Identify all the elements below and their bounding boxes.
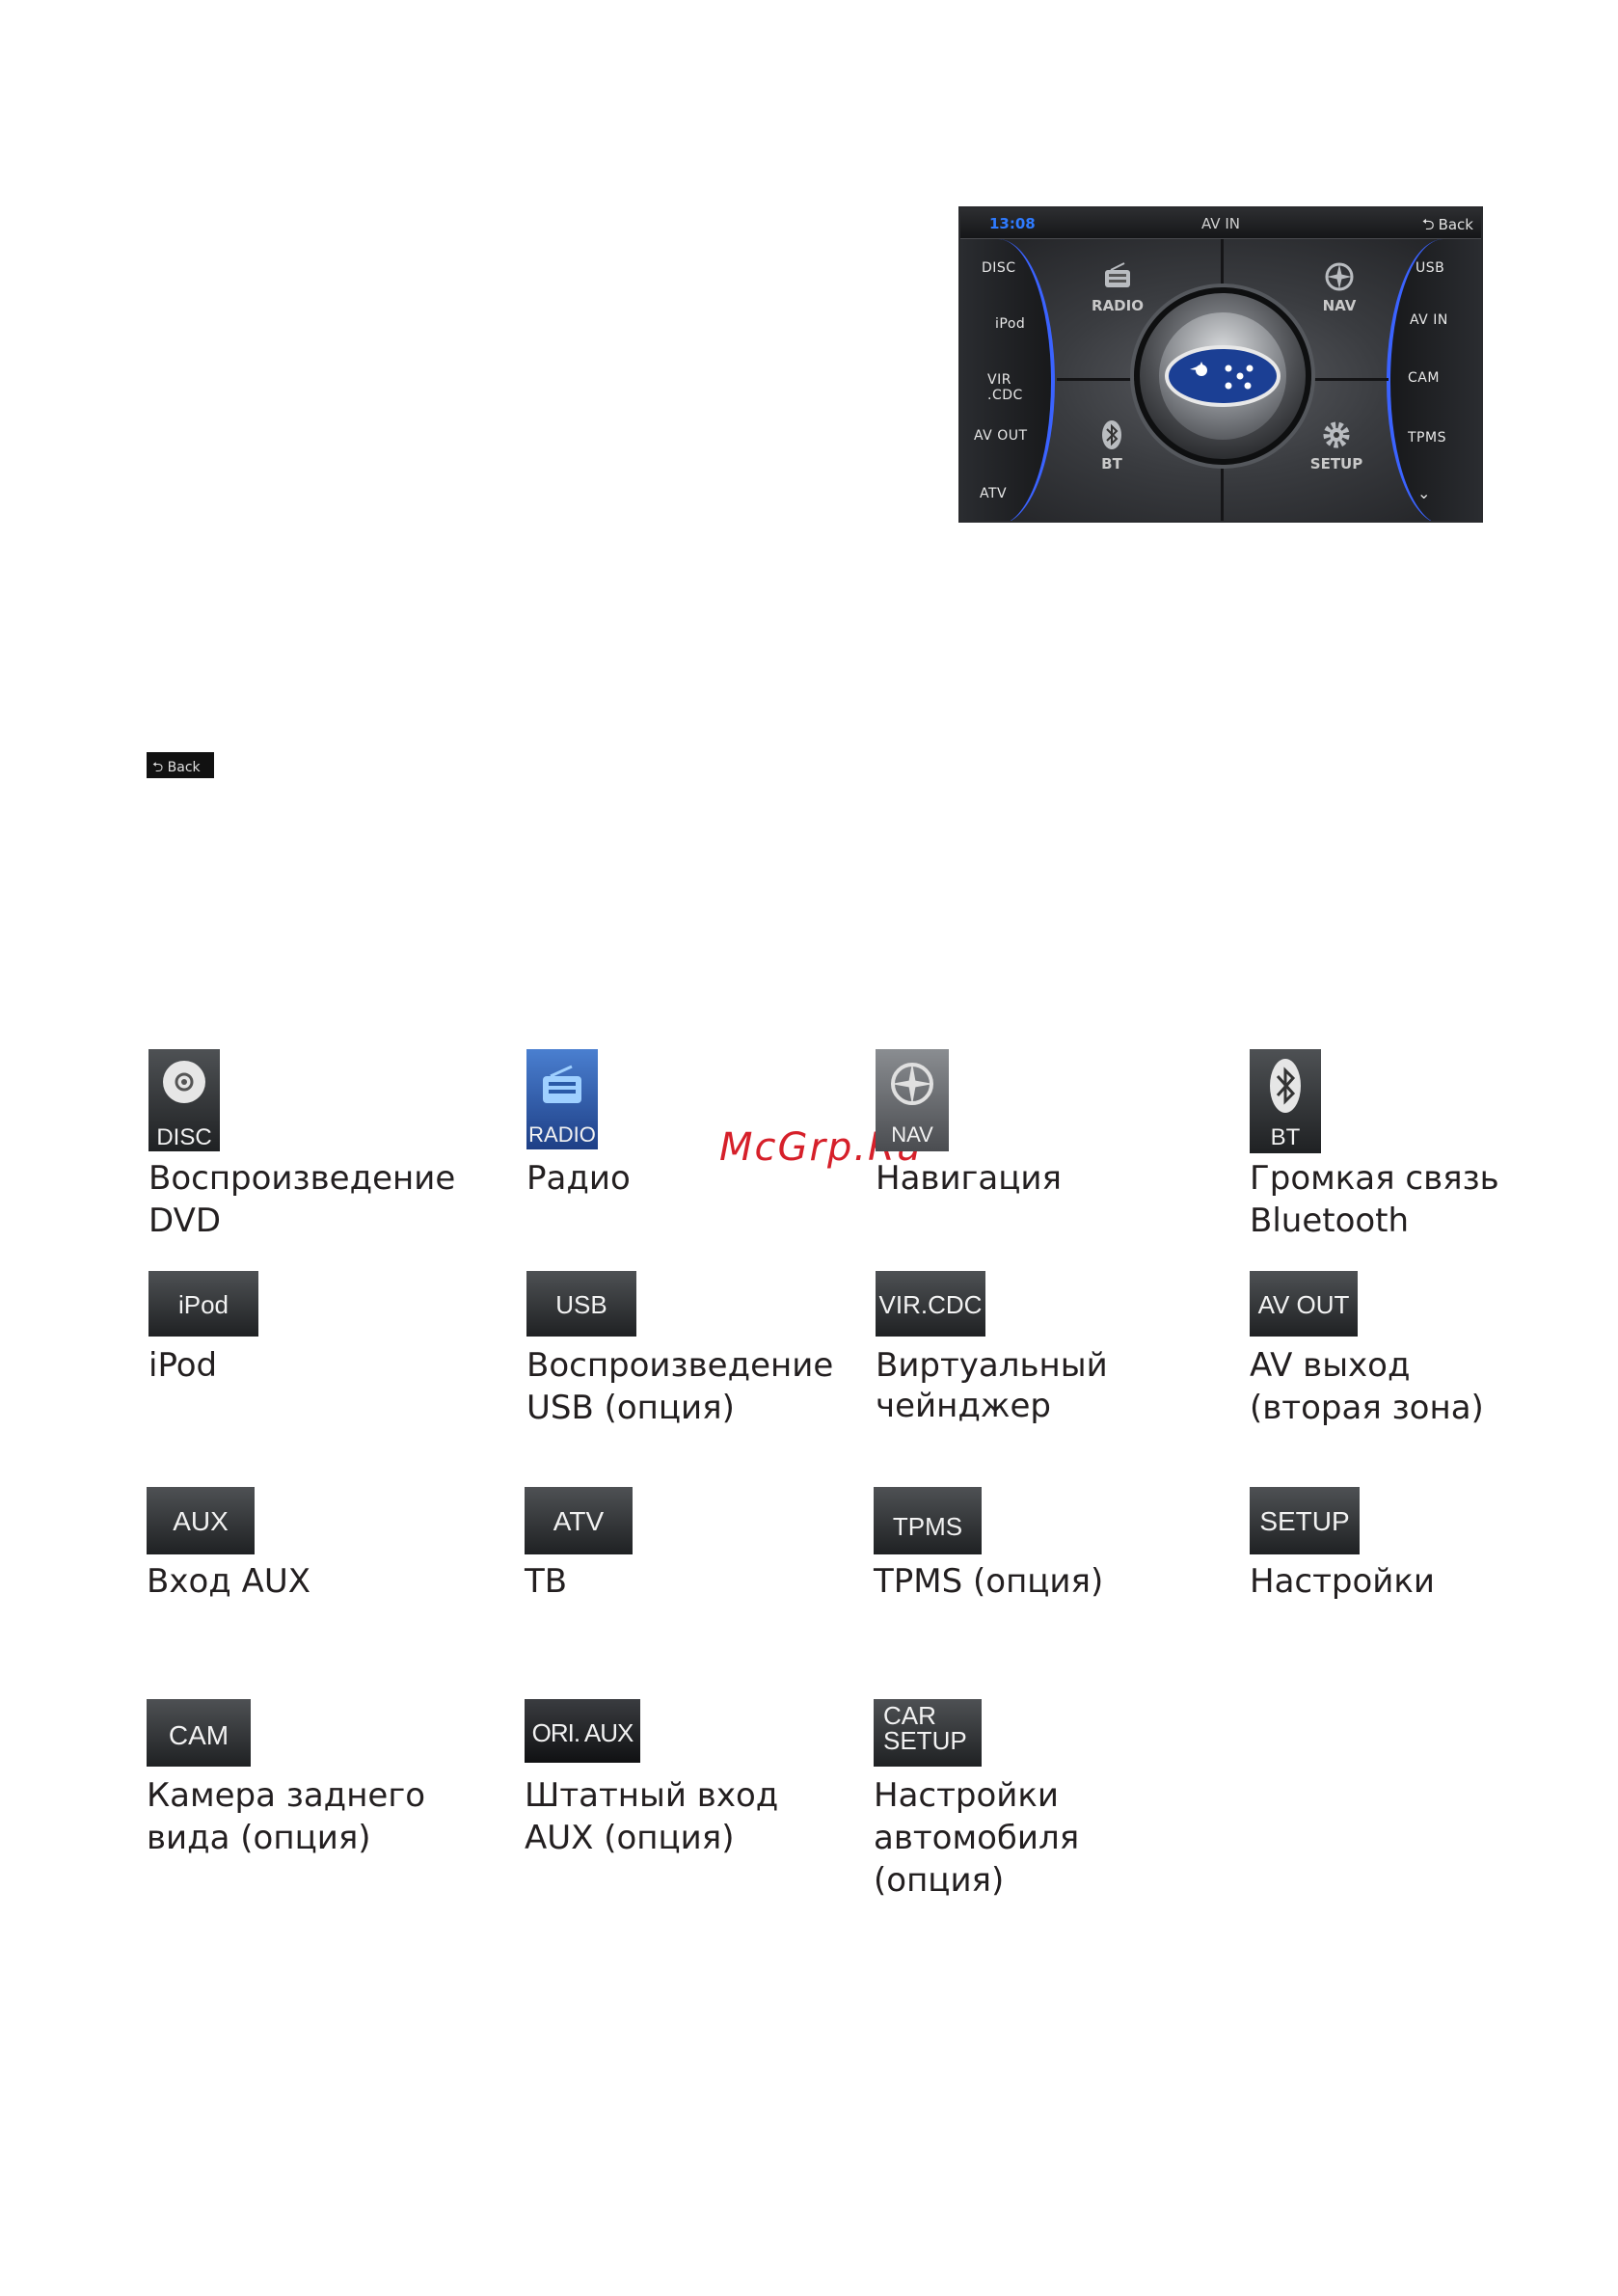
radio-caption-1: Радио [526, 1159, 631, 1198]
avout-caption-1: AV выход [1250, 1346, 1411, 1385]
bluetooth-icon [1270, 1059, 1301, 1113]
vircdc-caption-1: Виртуальный [876, 1346, 1108, 1385]
vircdc-caption-2: чейнджер [876, 1387, 1051, 1425]
disc-caption-2: DVD [148, 1202, 222, 1240]
bt-caption-1: Громкая связь [1250, 1159, 1499, 1198]
aux-caption-1: Вход AUX [147, 1562, 310, 1601]
unit-menu-avout[interactable]: AV OUT [974, 428, 1028, 444]
carsetup-caption-2: автомобиля [874, 1819, 1080, 1857]
unit-radio-button[interactable]: RADIO [1074, 260, 1161, 314]
unit-bt-label: BT [1101, 455, 1122, 473]
unit-menu-cam[interactable]: CAM [1408, 370, 1440, 386]
ipod-tile: iPod [148, 1271, 258, 1337]
oriaux-tile: ORI. AUX [525, 1699, 640, 1763]
radio-tile: RADIO [526, 1049, 598, 1149]
cam-caption-1: Камера заднего [147, 1776, 425, 1815]
nav-tile-label: NAV [891, 1122, 933, 1147]
unit-title: AV IN [1201, 215, 1240, 232]
unit-menu-tpms[interactable]: TPMS [1408, 430, 1446, 446]
disc-icon [163, 1061, 205, 1103]
usb-caption-1: Воспроизведение [526, 1346, 834, 1385]
carsetup-tile-label-1: CAR [883, 1701, 936, 1730]
carsetup-caption-1: Настройки [874, 1776, 1060, 1815]
unit-back-button[interactable]: ⮌Back [1422, 214, 1473, 240]
setup-tile-label: SETUP [1259, 1506, 1350, 1536]
unit-nav-button[interactable]: NAV [1296, 260, 1383, 314]
unit-menu-vircdc[interactable]: VIR .CDC [987, 372, 1023, 403]
disc-tile: DISC [148, 1049, 220, 1151]
atv-tile: ATV [525, 1487, 633, 1554]
bluetooth-icon [1102, 420, 1121, 449]
unit-nav-label: NAV [1322, 297, 1357, 314]
compass-icon [891, 1063, 933, 1105]
back-button-example[interactable]: ⮌ Back [147, 752, 214, 778]
back-button-label: Back [167, 760, 201, 775]
unit-menu-avin[interactable]: AV IN [1410, 312, 1448, 328]
setup-tile: SETUP [1250, 1487, 1360, 1554]
atv-caption-1: ТВ [525, 1562, 568, 1601]
subaru-logo-icon [1165, 345, 1281, 407]
avout-caption-2: (вторая зона) [1250, 1389, 1484, 1427]
cam-caption-2: вида (опция) [147, 1819, 371, 1857]
gear-icon [1323, 421, 1350, 448]
oriaux-caption-1: Штатный вход [525, 1776, 779, 1815]
unit-left-menu: DISC iPod VIR .CDC AV OUT ATV [960, 239, 1055, 521]
vircdc-tile: VIR.CDC [876, 1271, 985, 1337]
unit-setup-button[interactable]: SETUP [1288, 419, 1385, 473]
cam-tile: CAM [147, 1699, 251, 1767]
back-arrow-icon: ⮌ [1421, 215, 1435, 233]
usb-tile: USB [526, 1271, 636, 1337]
usb-tile-label: USB [555, 1290, 607, 1319]
avout-tile-label: AV OUT [1257, 1290, 1350, 1319]
vircdc-tile-label: VIR.CDC [878, 1290, 983, 1319]
aux-tile-label: AUX [173, 1506, 229, 1536]
unit-bt-button[interactable]: BT [1068, 419, 1155, 473]
carsetup-caption-3: (опция) [874, 1861, 1005, 1900]
unit-back-label: Back [1438, 216, 1473, 233]
compass-icon [1325, 262, 1354, 291]
bt-tile: BT [1250, 1049, 1321, 1153]
unit-status-bar: 13:08 AV IN ⮌Back [960, 208, 1481, 239]
oriaux-tile-label: ORI. AUX [531, 1718, 634, 1747]
unit-menu-usb[interactable]: USB [1416, 260, 1445, 276]
unit-setup-label: SETUP [1309, 455, 1363, 473]
tpms-caption-1: TPMS (опция) [874, 1562, 1104, 1601]
ipod-tile-label: iPod [177, 1290, 229, 1319]
carsetup-tile-label-2: SETUP [883, 1726, 967, 1755]
tpms-tile: TPMS [874, 1487, 982, 1554]
ipod-caption-1: iPod [148, 1346, 218, 1385]
radio-tile-label: RADIO [528, 1122, 596, 1147]
cam-tile-label: CAM [168, 1720, 229, 1750]
nav-caption-1: Навигация [876, 1159, 1062, 1198]
oriaux-caption-2: AUX (опция) [525, 1819, 735, 1857]
unit-menu-disc[interactable]: DISC [982, 260, 1016, 276]
avout-tile: AV OUT [1250, 1271, 1358, 1337]
atv-tile-label: ATV [553, 1506, 605, 1536]
bt-caption-2: Bluetooth [1250, 1202, 1410, 1240]
setup-caption-1: Настройки [1250, 1562, 1436, 1601]
hub-inner [1159, 312, 1286, 440]
carsetup-tile: CAR SETUP [874, 1699, 982, 1767]
usb-caption-2: USB (опция) [526, 1389, 735, 1427]
unit-menu-atv[interactable]: ATV [980, 486, 1008, 501]
radio-icon [543, 1065, 581, 1103]
radio-icon [1105, 262, 1130, 287]
unit-right-menu: USB AV IN CAM TPMS ⌄ [1387, 239, 1481, 521]
disc-tile-label: DISC [156, 1124, 212, 1150]
disc-caption-1: Воспроизведение [148, 1159, 456, 1198]
unit-radio-label: RADIO [1092, 297, 1144, 314]
center-hub[interactable] [1134, 287, 1311, 465]
bt-tile-label: BT [1270, 1124, 1301, 1150]
tpms-tile-label: TPMS [892, 1512, 963, 1541]
chevron-down-icon[interactable]: ⌄ [1417, 484, 1431, 502]
head-unit-screenshot: 13:08 AV IN ⮌Back DISC iPod VIR .CDC AV … [958, 206, 1483, 523]
back-arrow-icon: ⮌ [152, 760, 164, 775]
unit-clock: 13:08 [989, 215, 1036, 232]
unit-menu-ipod[interactable]: iPod [995, 316, 1026, 332]
aux-tile: AUX [147, 1487, 255, 1554]
nav-tile: NAV [876, 1049, 949, 1151]
